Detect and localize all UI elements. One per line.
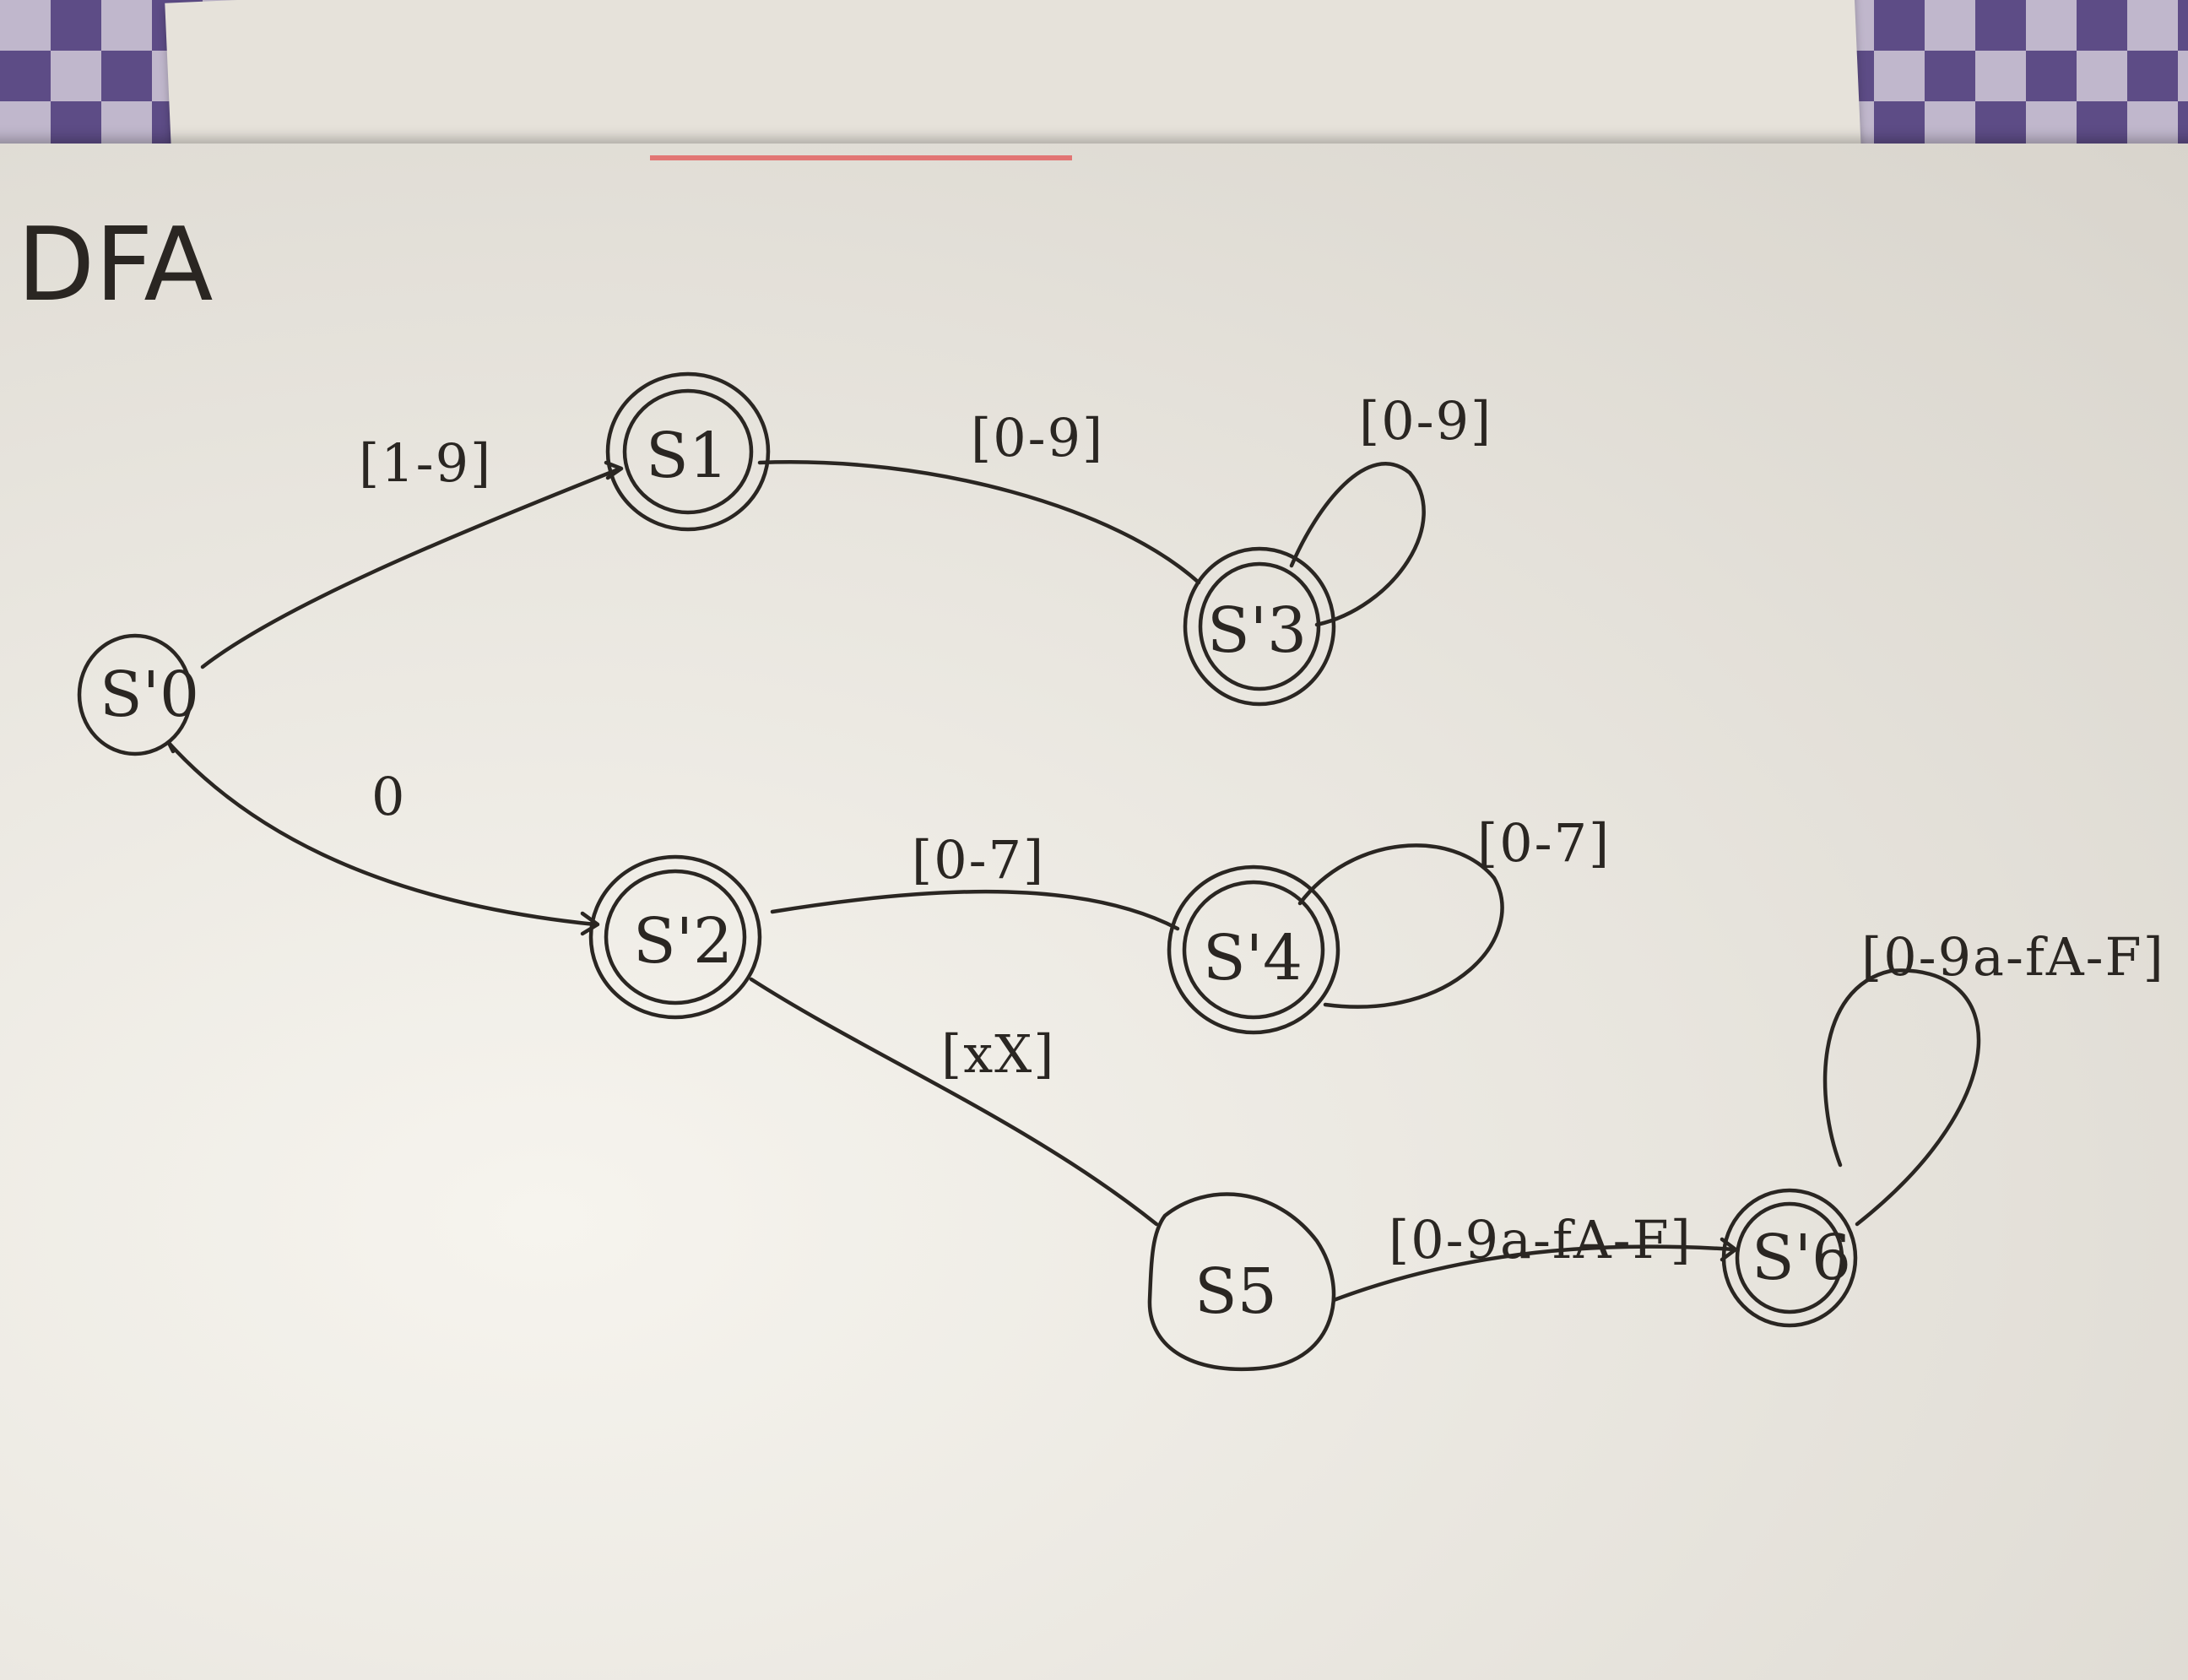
edge-label-s1-s3: [0-9] xyxy=(971,407,1104,469)
paper-sheet xyxy=(0,144,2188,1680)
state-s0: S'0 xyxy=(77,633,199,756)
state-s5: S5 xyxy=(1147,1192,1336,1372)
loop-s3 xyxy=(1289,462,1426,627)
state-s3: S'3 xyxy=(1183,546,1336,707)
edge-label-s2-s4: [0-7] xyxy=(912,829,1045,891)
edge-label-s5-s6: [0-9a-fA-F] xyxy=(1389,1209,1692,1271)
state-s1: S1 xyxy=(605,371,771,532)
edge-label-s0-s1: [1-9] xyxy=(359,432,492,494)
edge-label-s6-loop: [0-9a-fA-F] xyxy=(1861,926,2165,988)
state-label: S'3 xyxy=(1207,594,1307,667)
state-s2: S'2 xyxy=(588,854,762,1020)
state-label: S5 xyxy=(1194,1255,1277,1328)
state-label: S'0 xyxy=(100,658,199,731)
state-label: S1 xyxy=(646,420,728,492)
diagram-title: DFA xyxy=(17,207,214,324)
edge-s1-s3 xyxy=(757,460,1201,585)
edge-s5-s6 xyxy=(1331,1244,1737,1303)
loop-s6 xyxy=(1822,968,1981,1227)
edge-s0-s1 xyxy=(200,466,623,669)
state-label: S'4 xyxy=(1203,922,1303,994)
edge-label-s0-s2: 0 xyxy=(371,766,406,827)
edge-s2-s5 xyxy=(749,977,1159,1227)
edge-s0-s2 xyxy=(166,740,598,927)
state-s6: S'6 xyxy=(1721,1188,1858,1328)
red-edge-strip xyxy=(650,155,1072,160)
state-s4: S'4 xyxy=(1167,864,1340,1035)
arrowhead-s0-s2 xyxy=(580,911,600,936)
edge-label-s4-loop: [0-7] xyxy=(1477,812,1611,874)
state-label: S'6 xyxy=(1752,1222,1851,1294)
state-label: S'2 xyxy=(633,905,733,978)
loop-s4 xyxy=(1297,843,1504,1009)
edge-label-s2-s5: [xX] xyxy=(941,1023,1055,1085)
edge-s0-tail xyxy=(166,740,176,754)
edge-s2-s4 xyxy=(770,889,1180,931)
edge-label-s3-loop: [0-9] xyxy=(1359,390,1492,452)
dfa-diagram: DFA S'0 S1 S'3 S'2 S'4 xyxy=(17,207,2165,1372)
